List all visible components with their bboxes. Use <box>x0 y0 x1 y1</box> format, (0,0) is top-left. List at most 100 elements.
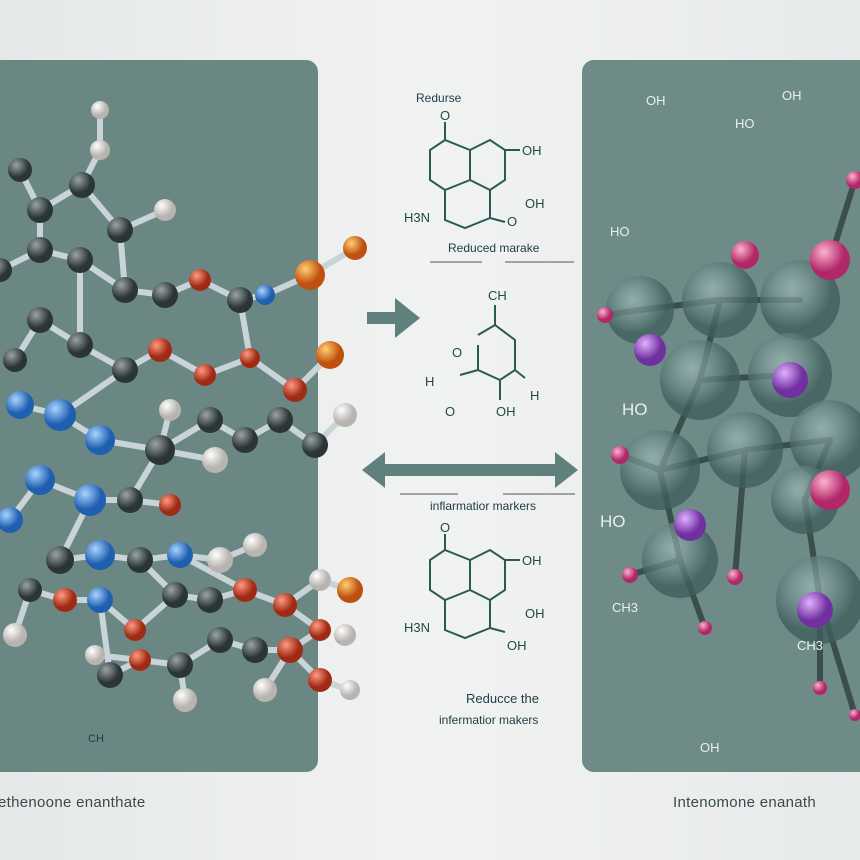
chem-label: OH <box>507 638 527 653</box>
chem-label: OH <box>496 404 516 419</box>
chem-label: O <box>440 520 450 535</box>
atom <box>8 158 32 182</box>
atom <box>87 587 113 613</box>
atom <box>148 338 172 362</box>
chem-label: OH <box>522 143 542 158</box>
atom <box>129 649 151 671</box>
atom <box>302 432 328 458</box>
atom <box>790 400 860 480</box>
atom <box>91 101 109 119</box>
right-chem-labels: OH OH HO HO HO HO CH3 CH3 OH <box>600 88 823 755</box>
atom <box>727 569 743 585</box>
chem-label: OH <box>525 196 545 211</box>
atom <box>333 403 357 427</box>
atom <box>124 619 146 641</box>
atom <box>309 569 331 591</box>
chem-label: HO <box>622 400 648 419</box>
atom <box>707 412 783 488</box>
atom <box>173 688 197 712</box>
atom <box>25 465 55 495</box>
atom <box>277 637 303 663</box>
atom <box>207 627 233 653</box>
chem-label: OH <box>700 740 720 755</box>
atom <box>227 287 253 313</box>
chem-label: OH <box>782 88 802 103</box>
chem-label: O <box>445 404 455 419</box>
atom <box>189 269 211 291</box>
atom <box>145 435 175 465</box>
atom <box>3 623 27 647</box>
atom <box>27 237 53 263</box>
chem-label: HO <box>735 116 755 131</box>
chem-label: H3N <box>404 210 430 225</box>
atom <box>242 637 268 663</box>
atom <box>682 262 758 338</box>
atom <box>308 668 332 692</box>
atom <box>112 277 138 303</box>
atom <box>194 364 216 386</box>
atom <box>74 484 106 516</box>
chem-label: CH3 <box>612 600 638 615</box>
atom <box>267 407 293 433</box>
atom <box>698 621 712 635</box>
atom <box>197 407 223 433</box>
chem-label: OH <box>522 553 542 568</box>
chem-label: O <box>452 345 462 360</box>
atom <box>232 427 258 453</box>
atom <box>243 533 267 557</box>
atom <box>0 507 23 533</box>
chem-label: CH3 <box>797 638 823 653</box>
atom <box>634 334 666 366</box>
atom <box>620 430 700 510</box>
right-molecule-model <box>597 171 860 721</box>
atom <box>283 378 307 402</box>
atom <box>3 348 27 372</box>
atom <box>611 446 629 464</box>
atom <box>117 487 143 513</box>
atom <box>674 509 706 541</box>
atom <box>622 567 638 583</box>
atom <box>334 624 356 646</box>
atom <box>167 542 193 568</box>
atom <box>207 547 233 573</box>
atom <box>85 425 115 455</box>
atom <box>6 391 34 419</box>
chem-label: HO <box>600 512 626 531</box>
atom <box>810 240 850 280</box>
right-caption: Intenomone enanath <box>673 794 817 811</box>
chem-label: H3N <box>404 620 430 635</box>
atom <box>18 578 42 602</box>
chem-label: OH <box>646 93 666 108</box>
chem-label: H <box>530 388 539 403</box>
atom <box>846 171 860 189</box>
atom <box>337 577 363 603</box>
atom <box>810 470 850 510</box>
right-arrow-icon <box>367 298 420 338</box>
atom <box>107 217 133 243</box>
structure-middle: CH O H O OH H <box>425 288 539 419</box>
atom <box>90 140 110 160</box>
atom <box>53 588 77 612</box>
atom <box>253 678 277 702</box>
chem-label: CH <box>488 288 507 303</box>
atom <box>162 582 188 608</box>
atom <box>27 197 53 223</box>
atom <box>97 662 123 688</box>
atom <box>797 592 833 628</box>
center-title: Redurse <box>416 91 462 105</box>
atom <box>67 247 93 273</box>
atom <box>660 340 740 420</box>
atom <box>606 276 674 344</box>
atom <box>202 447 228 473</box>
reduced-marker-label: Reduced marake <box>448 241 540 255</box>
reduce-label-line2: infermatior makers <box>439 713 538 727</box>
left-panel-label: CH <box>88 733 104 745</box>
atom <box>112 357 138 383</box>
atom <box>273 593 297 617</box>
atom <box>69 172 95 198</box>
left-caption: ethenoone enanthate <box>0 794 146 811</box>
atom <box>27 307 53 333</box>
structure-bottom: O OH OH H3N OH <box>404 520 545 653</box>
atom <box>255 285 275 305</box>
